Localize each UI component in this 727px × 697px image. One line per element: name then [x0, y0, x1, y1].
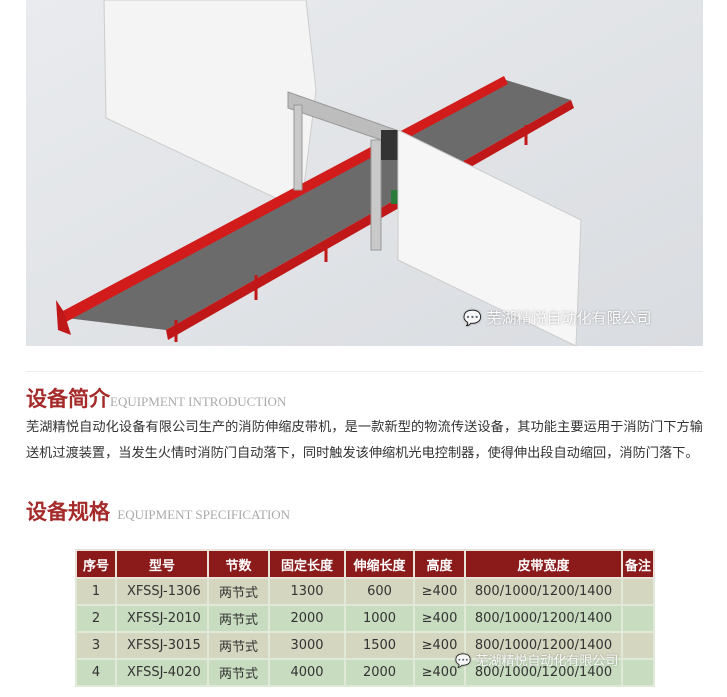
spec-title-en: EQUIPMENT SPECIFICATION	[117, 507, 291, 522]
table-cell	[621, 604, 655, 633]
wechat-icon: 💬	[463, 309, 482, 327]
table-cell: 600	[344, 577, 415, 606]
spec-heading: 设备规格 EQUIPMENT SPECIFICATION	[26, 496, 290, 526]
table-cell: 两节式	[207, 631, 270, 660]
col-header: 备注	[621, 549, 655, 579]
watermark-text: 芜湖精悦自动化有限公司	[475, 654, 619, 669]
table-cell: 2	[75, 604, 117, 633]
table-cell: 1300	[268, 577, 346, 606]
table-cell	[621, 577, 655, 606]
table-cell: 800/1000/1200/1400	[464, 577, 623, 606]
table-cell: 2000	[344, 658, 415, 687]
divider	[26, 371, 703, 372]
watermark-text: 芜湖精悦自动化有限公司	[486, 309, 652, 327]
table-cell	[621, 631, 655, 660]
wechat-icon: 💬	[455, 654, 472, 669]
conveyor-illustration	[26, 0, 703, 346]
col-header: 固定长度	[268, 549, 346, 579]
table-cell: XFSSJ-3015	[115, 631, 209, 660]
table-header-row: 序号 型号 节数 固定长度 伸缩长度 高度 皮带宽度 备注	[75, 549, 655, 579]
table-cell: XFSSJ-1306	[115, 577, 209, 606]
table-cell: 两节式	[207, 658, 270, 687]
col-header: 皮带宽度	[464, 549, 623, 579]
table-cell: 4	[75, 658, 117, 687]
intro-body: 芜湖精悦自动化设备有限公司生产的消防伸缩皮带机，是一款新型的物流传送设备，其功能…	[26, 420, 703, 461]
table-cell: XFSSJ-4020	[115, 658, 209, 687]
table-cell: 1000	[344, 604, 415, 633]
intro-title: 设备简介	[26, 387, 110, 411]
table-cell: ≥400	[413, 658, 466, 687]
table-cell: 800/1000/1200/1400	[464, 604, 623, 633]
table-cell: XFSSJ-2010	[115, 604, 209, 633]
table-cell	[621, 658, 655, 687]
table-cell: 3000	[268, 631, 346, 660]
col-header: 型号	[115, 549, 209, 579]
table-cell: ≥400	[413, 577, 466, 606]
intro-heading: 设备简介EQUIPMENT INTRODUCTION	[26, 383, 286, 413]
table-watermark: 💬 芜湖精悦自动化有限公司	[455, 650, 618, 669]
table-cell: 两节式	[207, 604, 270, 633]
col-header: 高度	[413, 549, 466, 579]
table-cell: 800/1000/1200/1400	[464, 658, 623, 687]
table-cell: 1	[75, 577, 117, 606]
table-cell: 1500	[344, 631, 415, 660]
intro-title-en: EQUIPMENT INTRODUCTION	[110, 394, 287, 409]
table-cell: 2000	[268, 604, 346, 633]
table-cell: 800/1000/1200/1400	[464, 631, 623, 660]
table-cell: 3	[75, 631, 117, 660]
table-cell: ≥400	[413, 604, 466, 633]
col-header: 伸缩长度	[344, 549, 415, 579]
product-image: 💬 芜湖精悦自动化有限公司	[26, 0, 703, 346]
spec-title: 设备规格	[26, 500, 110, 524]
table-cell: ≥400	[413, 631, 466, 660]
col-header: 节数	[207, 549, 270, 579]
table-cell: 4000	[268, 658, 346, 687]
table-cell: 两节式	[207, 577, 270, 606]
col-header: 序号	[75, 549, 117, 579]
hero-watermark: 💬 芜湖精悦自动化有限公司	[463, 307, 651, 328]
